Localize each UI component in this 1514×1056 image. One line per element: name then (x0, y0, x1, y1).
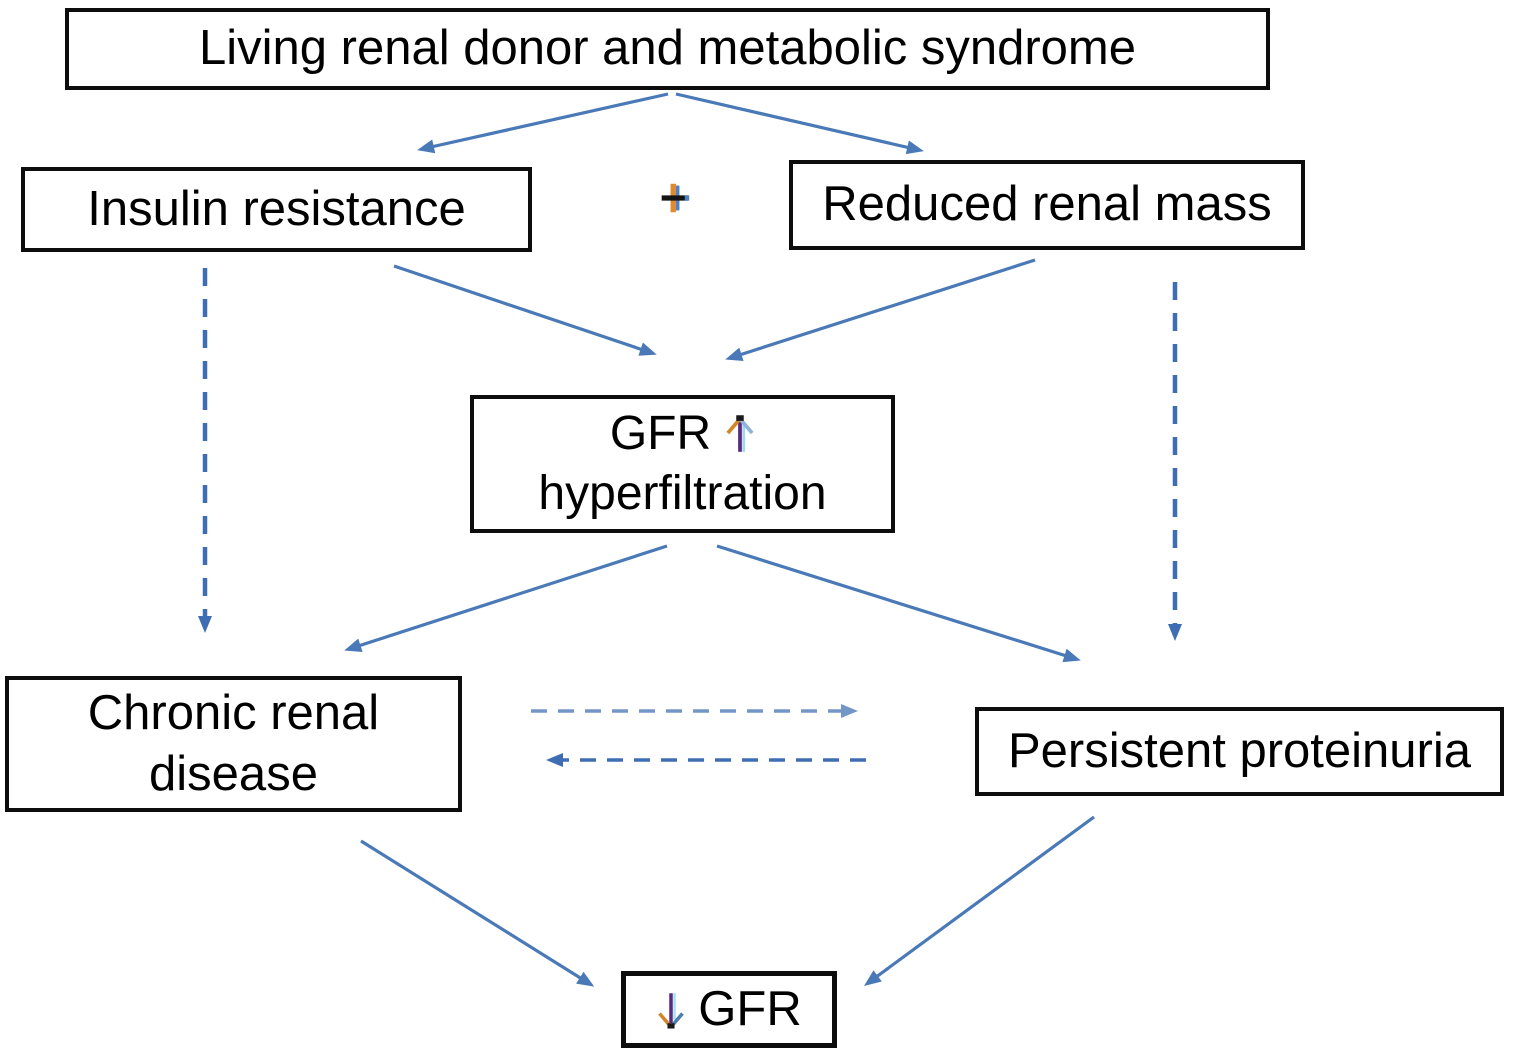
arrow-top-to-reduced (675, 92, 924, 155)
arrow-gfr-to-persistent (716, 544, 1081, 663)
node-gfr-hyperfiltration-line1: GFR (609, 407, 712, 460)
arrow-top-to-insulin (417, 92, 669, 154)
up-arrow-icon (726, 415, 754, 452)
node-chronic-renal-disease: Chronic renal disease (5, 676, 462, 812)
arrow-persistent-to-gfrdown (863, 815, 1095, 986)
node-reduced-renal-mass-label: Reduced renal mass (822, 177, 1272, 232)
node-chronic-renal-disease-line1: Chronic renal (87, 685, 380, 740)
node-gfr-hyperfiltration: GFR hyperfiltration (470, 395, 895, 533)
node-decreased-gfr: GFR (621, 971, 837, 1048)
node-reduced-renal-mass: Reduced renal mass (789, 160, 1305, 250)
arrow-gfr-to-chronic (344, 544, 668, 652)
node-persistent-proteinuria-label: Persistent proteinuria (1007, 723, 1471, 778)
node-living-renal-donor-label: Living renal donor and metabolic syndrom… (199, 21, 1136, 76)
arrow-chronic-to-gfrdown (360, 839, 595, 987)
node-insulin-resistance-label: Insulin resistance (87, 181, 466, 236)
node-persistent-proteinuria: Persistent proteinuria (975, 707, 1504, 796)
down-arrow-icon (658, 992, 685, 1029)
node-decreased-gfr-label: GFR (698, 981, 802, 1036)
node-gfr-hyperfiltration-line2: hyperfiltration (538, 467, 827, 520)
node-living-renal-donor: Living renal donor and metabolic syndrom… (65, 8, 1270, 90)
node-insulin-resistance: Insulin resistance (21, 167, 532, 252)
arrow-insulin-to-gfr (393, 264, 657, 356)
plus-icon: + (659, 181, 691, 215)
arrow-reduced-to-gfr (725, 258, 1036, 361)
node-chronic-renal-disease-line2: disease (149, 747, 318, 801)
